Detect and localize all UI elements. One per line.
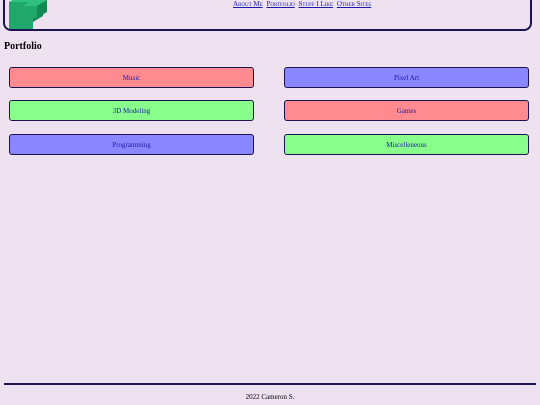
nav-link-about-me[interactable]: About Me xyxy=(233,0,263,8)
site-header: About Me Portfolio Stuff I Like Other Si… xyxy=(3,0,532,31)
footer-divider xyxy=(4,383,536,385)
page-title: Portfolio xyxy=(4,41,42,52)
tile-games[interactable]: Games xyxy=(284,100,529,121)
tile-pixel-art[interactable]: Pixel Art xyxy=(284,67,529,88)
tile-3d-modeling[interactable]: 3D Modeling xyxy=(9,100,254,121)
site-logo-icon[interactable] xyxy=(7,0,51,29)
footer-copyright: 2022 Cameron S. xyxy=(245,393,295,401)
main-nav: About Me Portfolio Stuff I Like Other Si… xyxy=(233,0,373,8)
tile-miscelleneous[interactable]: Miscelleneous xyxy=(284,134,529,155)
nav-link-other-sites[interactable]: Other Sites xyxy=(336,0,372,8)
nav-link-stuff-i-like[interactable]: Stuff I Like xyxy=(298,0,334,8)
tile-programming[interactable]: Programming xyxy=(9,134,254,155)
nav-link-portfolio[interactable]: Portfolio xyxy=(266,0,295,8)
tile-music[interactable]: Music xyxy=(9,67,254,88)
